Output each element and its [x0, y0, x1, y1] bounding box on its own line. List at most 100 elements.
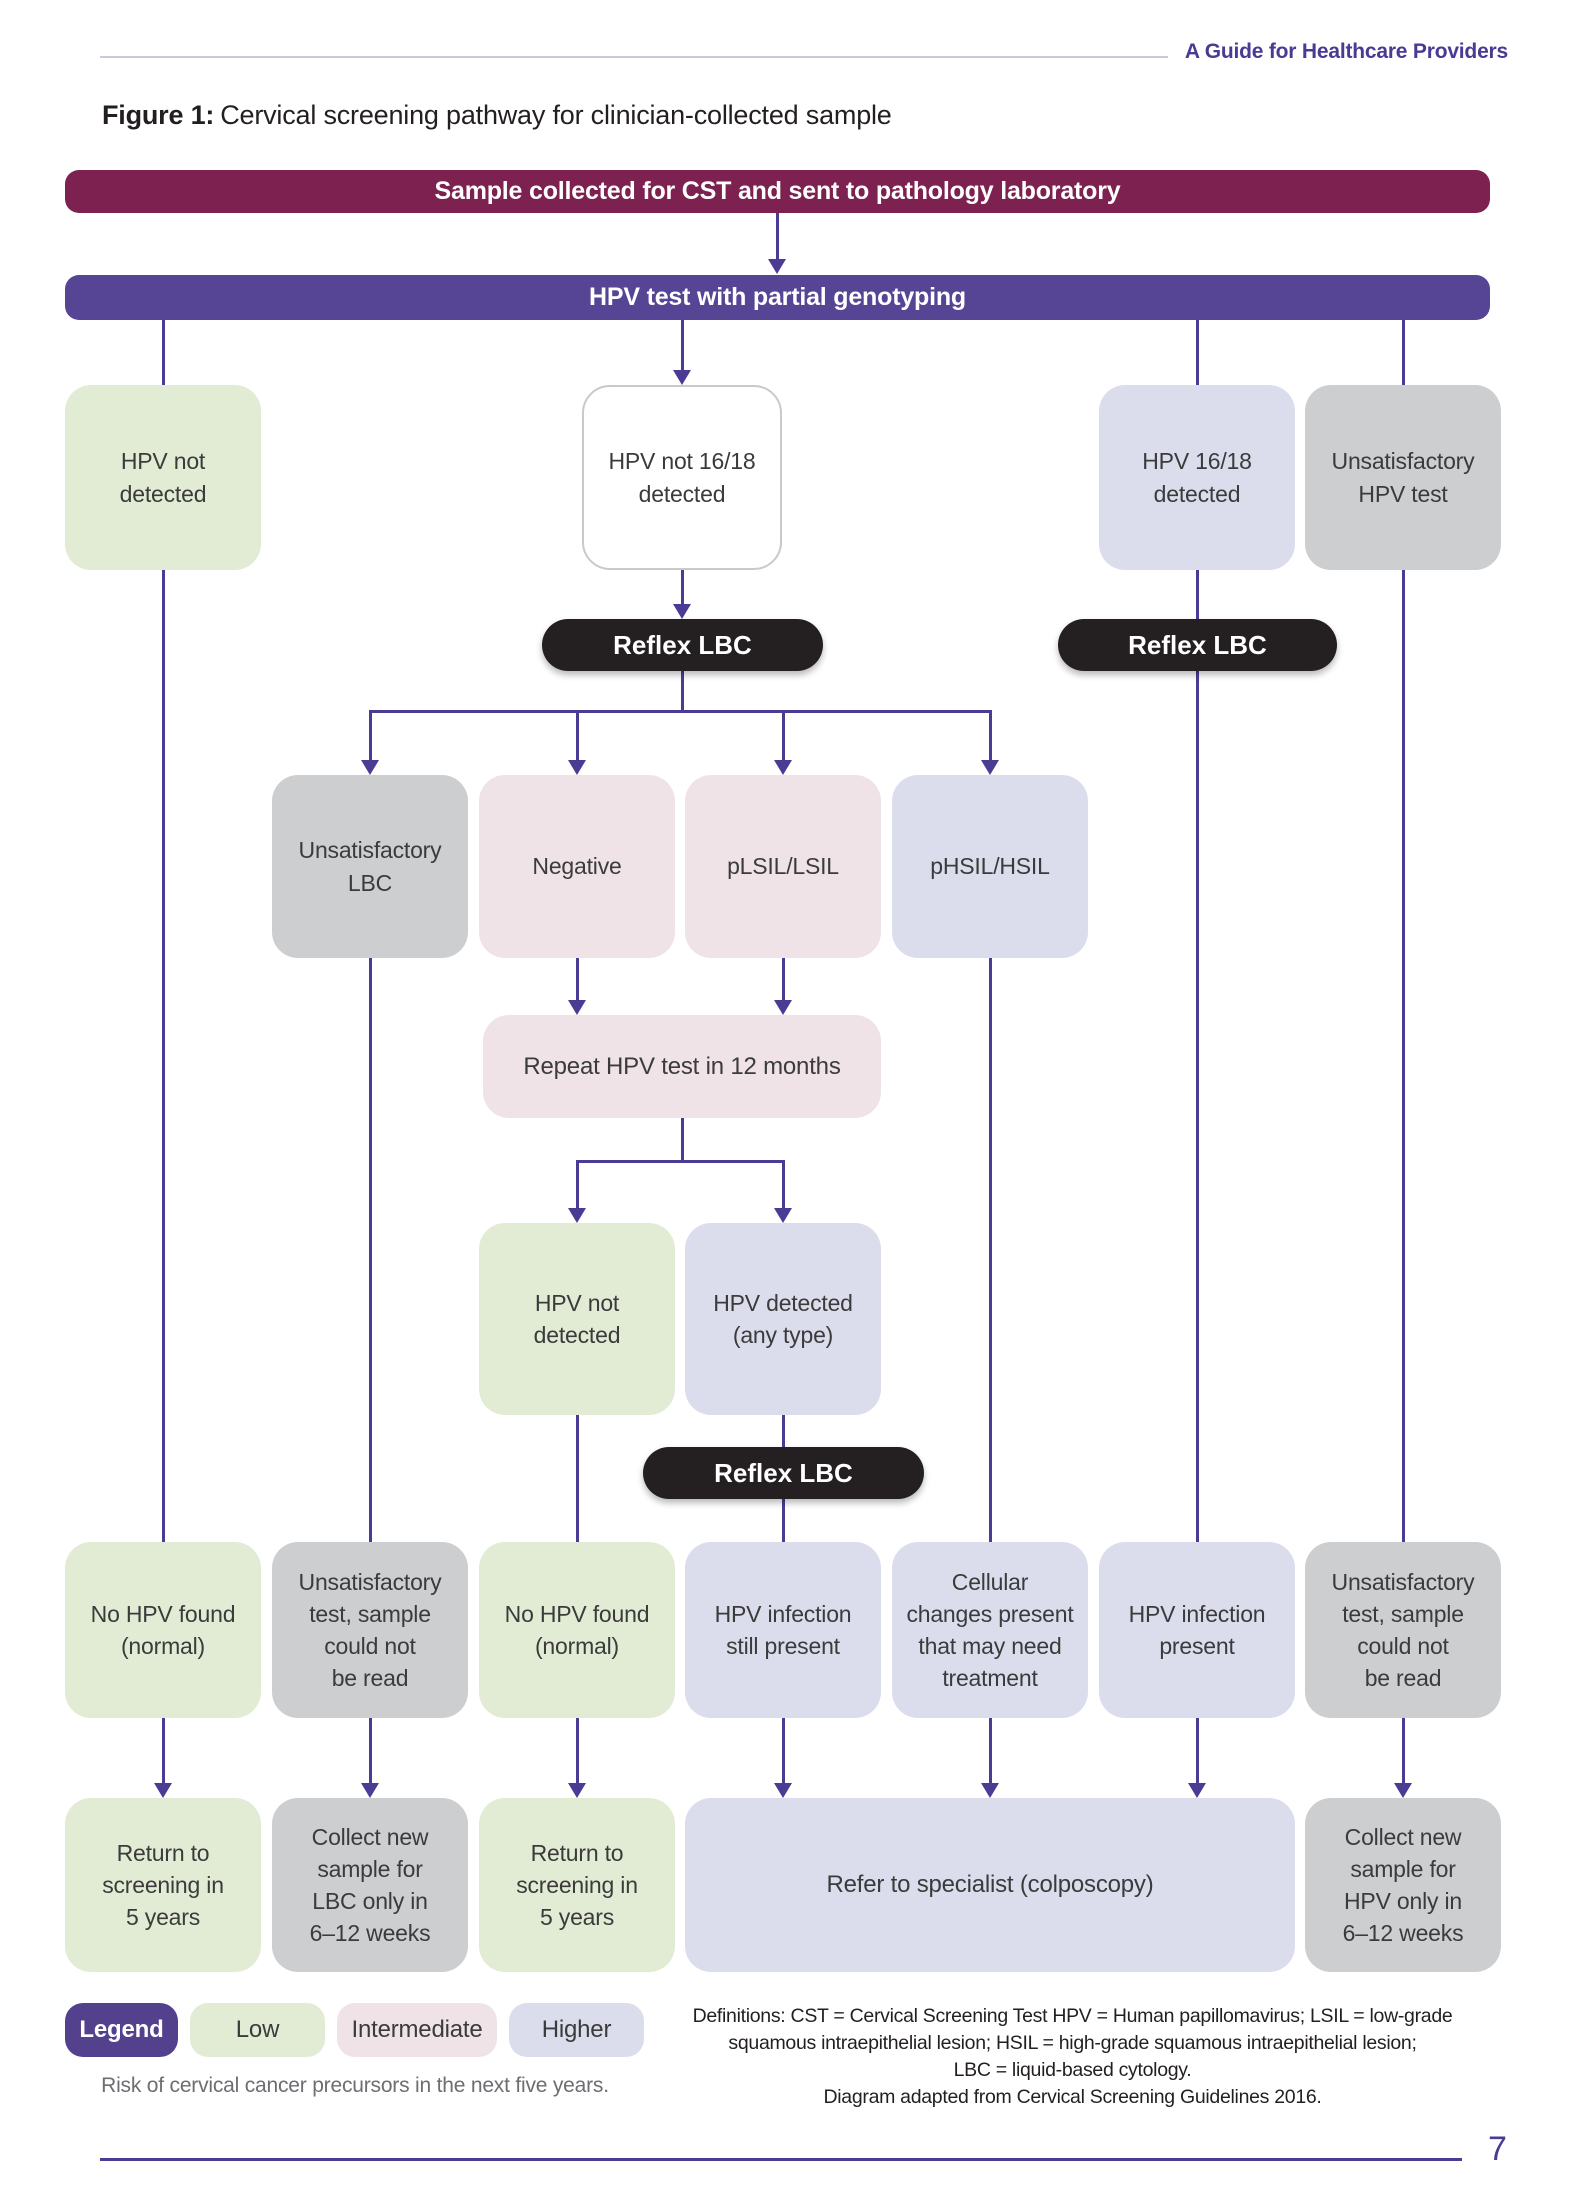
banner-hpv-test-label: HPV test with partial genotyping [589, 283, 966, 311]
arrow-down-icon [774, 1000, 792, 1015]
node-label: Collect new sample for HPV only in 6–12 … [1342, 1823, 1464, 1947]
node-unsatisfactory-lbc: Unsatisfactory LBC [272, 775, 468, 958]
legend-higher-pill: Higher [509, 2003, 644, 2057]
connector-line [576, 712, 579, 760]
connector-line [681, 671, 684, 712]
action-collect-lbc-sample: Collect new sample for LBC only in 6–12 … [272, 1798, 468, 1972]
legend-caption: Risk of cervical cancer precursors in th… [101, 2074, 609, 2097]
legend-title-pill: Legend [65, 2003, 178, 2057]
action-refer-specialist: Refer to specialist (colposcopy) [685, 1798, 1295, 1972]
node-label: Return to screening in 5 years [102, 1839, 224, 1931]
node-phsil-hsil: pHSIL/HSIL [892, 775, 1088, 958]
connector-line [782, 1160, 785, 1208]
pill-label: Reflex LBC [1128, 629, 1267, 660]
connector-line [681, 570, 684, 604]
connector-line [576, 1160, 579, 1208]
banner-hpv-test: HPV test with partial genotyping [65, 275, 1490, 320]
node-label: Return to screening in 5 years [516, 1839, 638, 1931]
node-unsatisfactory-hpv-test: Unsatisfactory HPV test [1305, 385, 1501, 570]
figure-caption: Figure 1:Cervical screening pathway for … [102, 100, 892, 131]
node-label: pLSIL/LSIL [727, 853, 839, 880]
node-label: HPV detected (any type) [713, 1289, 853, 1348]
connector-line [681, 320, 684, 370]
node-label: HPV 16/18 detected [1142, 448, 1252, 507]
header-title: A Guide for Healthcare Providers [1184, 40, 1508, 63]
arrow-down-icon [774, 1208, 792, 1223]
node-label: Unsatisfactory test, sample could not be… [1331, 1568, 1475, 1692]
node-label: Negative [532, 853, 622, 880]
reflex-lbc-pill-3: Reflex LBC [643, 1447, 924, 1499]
connector-line [576, 958, 579, 1000]
outcome-no-hpv-found-2: No HPV found (normal) [479, 1542, 675, 1718]
node-label: Unsatisfactory LBC [298, 837, 442, 896]
reflex-lbc-pill-2: Reflex LBC [1058, 619, 1337, 671]
node-label: HPV not 16/18 detected [608, 448, 756, 507]
outcome-unsatisfactory-test-1: Unsatisfactory test, sample could not be… [272, 1542, 468, 1718]
arrow-down-icon [774, 1783, 792, 1798]
node-label: Refer to specialist (colposcopy) [826, 1871, 1154, 1899]
connector-line [162, 320, 165, 1783]
legend-low-label: Low [235, 2016, 280, 2043]
legend-low-pill: Low [190, 2003, 325, 2057]
pill-label: Reflex LBC [613, 629, 752, 660]
node-plsil-lsil: pLSIL/LSIL [685, 775, 881, 958]
legend-intermediate-label: Intermediate [351, 2016, 483, 2043]
footer-rule [100, 2158, 1462, 2161]
arrow-down-icon [154, 1783, 172, 1798]
banner-sample-collected-label: Sample collected for CST and sent to pat… [434, 177, 1121, 205]
legend: Legend Low Intermediate Higher [65, 2003, 644, 2057]
arrow-down-icon [1394, 1783, 1412, 1798]
arrow-down-icon [1188, 1783, 1206, 1798]
outcome-cellular-changes: Cellular changes present that may need t… [892, 1542, 1088, 1718]
outcome-hpv-infection-present: HPV infection present [1099, 1542, 1295, 1718]
arrow-down-icon [981, 1783, 999, 1798]
node-label: Collect new sample for LBC only in 6–12 … [309, 1823, 431, 1947]
node-label: No HPV found (normal) [90, 1600, 236, 1659]
node-hpv-1618-detected: HPV 16/18 detected [1099, 385, 1295, 570]
node-hpv-not-1618-detected: HPV not 16/18 detected [582, 385, 782, 570]
connector-line [369, 712, 372, 760]
node-label: Repeat HPV test in 12 months [523, 1052, 841, 1080]
reflex-lbc-pill-1: Reflex LBC [542, 619, 823, 671]
node-label: HPV not detected [533, 1289, 621, 1348]
pill-label: Reflex LBC [714, 1457, 853, 1488]
connector-line [369, 958, 372, 1783]
node-hpv-detected-any-type: HPV detected (any type) [685, 1223, 881, 1415]
arrow-down-icon [673, 370, 691, 385]
node-repeat-hpv-test: Repeat HPV test in 12 months [483, 1015, 881, 1118]
node-label: HPV not detected [119, 448, 207, 507]
arrow-down-icon [774, 760, 792, 775]
connector-line [782, 958, 785, 1000]
definitions-line: LBC = liquid-based cytology. [953, 2059, 1192, 2081]
node-repeat-hpv-not-detected: HPV not detected [479, 1223, 675, 1415]
node-negative: Negative [479, 775, 675, 958]
arrow-down-icon [361, 760, 379, 775]
connector-line [1196, 320, 1199, 1783]
connector-line [776, 213, 779, 259]
node-label: HPV infection still present [714, 1600, 852, 1659]
arrow-down-icon [673, 604, 691, 619]
page-number: 7 [1488, 2130, 1507, 2168]
connector-line [989, 958, 992, 1783]
connector-line [782, 712, 785, 760]
definitions-line: squamous intraepithelial lesion; HSIL = … [728, 2032, 1417, 2054]
definitions: Definitions: CST = Cervical Screening Te… [650, 2003, 1495, 2111]
connector-line [576, 1160, 785, 1163]
action-return-screening-2: Return to screening in 5 years [479, 1798, 675, 1972]
banner-sample-collected: Sample collected for CST and sent to pat… [65, 170, 1490, 213]
arrow-down-icon [568, 760, 586, 775]
arrow-down-icon [568, 1783, 586, 1798]
definitions-line: Definitions: CST = Cervical Screening Te… [692, 2005, 1453, 2027]
outcome-no-hpv-found-1: No HPV found (normal) [65, 1542, 261, 1718]
arrow-down-icon [361, 1783, 379, 1798]
node-label: Cellular changes present that may need t… [906, 1568, 1074, 1692]
outcome-hpv-infection-still-present: HPV infection still present [685, 1542, 881, 1718]
outcome-unsatisfactory-test-2: Unsatisfactory test, sample could not be… [1305, 1542, 1501, 1718]
connector-line [989, 712, 992, 760]
legend-higher-label: Higher [541, 2016, 612, 2043]
node-label: pHSIL/HSIL [930, 853, 1050, 880]
figure-caption-label: Figure 1: [102, 100, 215, 130]
arrow-down-icon [568, 1208, 586, 1223]
connector-line [681, 1118, 684, 1162]
